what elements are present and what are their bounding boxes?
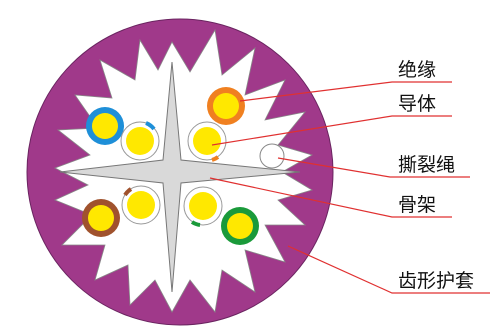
leader-line-skeleton (209, 177, 452, 218)
ripcord (259, 143, 285, 169)
conductor-tr (193, 127, 221, 155)
label-skeleton: 骨架 (398, 194, 436, 216)
blue-mark-tl (145, 121, 156, 131)
leader-line-ripcord (277, 157, 470, 178)
conductor-bl (127, 191, 155, 219)
conductor-tl (126, 127, 154, 155)
label-toothed-sheath: 齿形护套 (398, 270, 474, 292)
orange-pair-conductor (213, 93, 239, 119)
green-pair-conductor (227, 213, 253, 239)
leader-line-toothed-sheath (287, 245, 490, 294)
green-mark-br (190, 220, 201, 227)
leader-line-insulation (239, 81, 452, 102)
conductor-br (189, 192, 217, 220)
label-conductor: 导体 (398, 93, 436, 115)
cross-skeleton (59, 61, 301, 293)
orange-mark-tr (211, 155, 220, 162)
label-ripcord: 撕裂绳 (398, 154, 455, 176)
label-insulation: 绝缘 (398, 59, 436, 81)
brown-mark-bl (123, 187, 133, 197)
blue-pair-conductor (92, 113, 118, 139)
brown-pair-conductor (88, 205, 114, 231)
leader-line-conductor (211, 115, 452, 146)
